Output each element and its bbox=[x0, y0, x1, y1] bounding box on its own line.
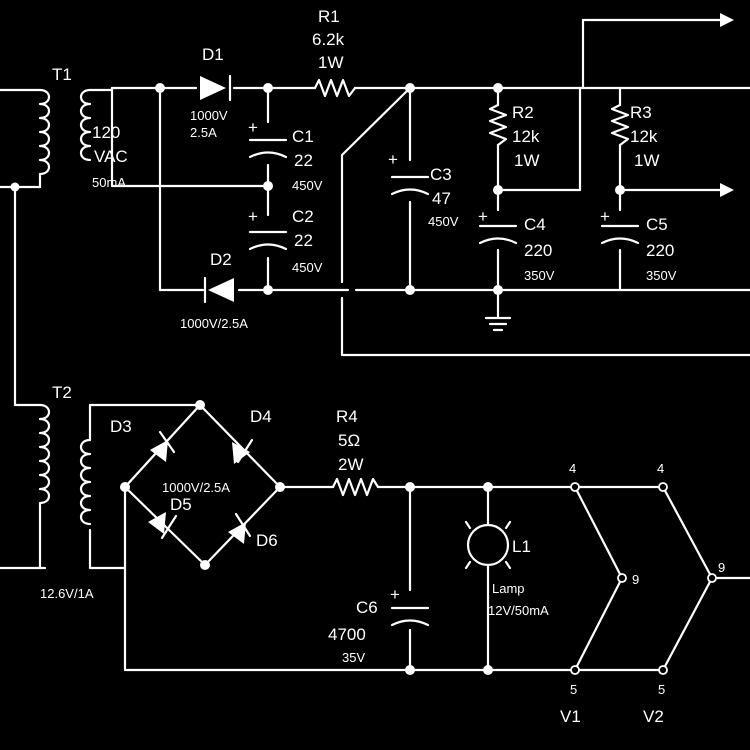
v2-pin-bot: 5 bbox=[658, 682, 665, 697]
c6-plus: + bbox=[390, 585, 400, 604]
transformer-t1: T1 120 VAC 50mA bbox=[38, 65, 128, 190]
d4-ref: D4 bbox=[250, 407, 272, 426]
c3-plus: + bbox=[388, 150, 398, 169]
r1-value: 6.2k bbox=[312, 30, 345, 49]
c1-value: 22 bbox=[294, 151, 313, 170]
c5-voltage: 350V bbox=[646, 268, 677, 283]
c2-voltage: 450V bbox=[292, 260, 323, 275]
r1-ref: R1 bbox=[318, 7, 340, 26]
transformer-t2: T2 12.6V/1A bbox=[38, 383, 94, 601]
v1-pin-bot: 5 bbox=[570, 682, 577, 697]
v2-ref: V2 bbox=[643, 707, 664, 726]
c2-value: 22 bbox=[294, 231, 313, 250]
c2-plus: + bbox=[248, 207, 258, 226]
t1-ref: T1 bbox=[52, 65, 72, 84]
d1-ref: D1 bbox=[202, 45, 224, 64]
v1-ref: V1 bbox=[560, 707, 581, 726]
junction-dots bbox=[10, 83, 625, 675]
c4-voltage: 350V bbox=[524, 268, 555, 283]
v1-pin-mid: 9 bbox=[632, 572, 639, 587]
resistor-r2: R2 12k 1W bbox=[488, 103, 540, 170]
capacitor-c3: + C3 47 450V bbox=[388, 150, 459, 229]
capacitor-c5: + C5 220 350V bbox=[600, 207, 677, 283]
tube-v1-heater: 4 9 5 V1 bbox=[560, 461, 639, 726]
v2-pin-mid: 9 bbox=[718, 560, 725, 575]
c4-ref: C4 bbox=[524, 215, 546, 234]
c3-ref: C3 bbox=[430, 165, 452, 184]
ground-symbol bbox=[484, 316, 512, 332]
r4-value: 5Ω bbox=[338, 431, 360, 450]
d1-voltage: 1000V bbox=[190, 108, 228, 123]
output-arrows bbox=[720, 13, 734, 197]
v2-pin-top: 4 bbox=[657, 461, 664, 476]
l1-ref: L1 bbox=[512, 537, 531, 556]
d3-ref: D3 bbox=[110, 417, 132, 436]
tube-v2-heater: 4 9 5 V2 bbox=[643, 461, 725, 726]
d2-rating: 1000V/2.5A bbox=[180, 316, 248, 331]
d6-ref: D6 bbox=[256, 531, 278, 550]
c4-plus: + bbox=[478, 207, 488, 226]
r3-power: 1W bbox=[634, 151, 660, 170]
l1-desc: Lamp bbox=[492, 581, 525, 596]
diode-d2: D2 1000V/2.5A bbox=[180, 250, 248, 331]
l1-rating: 12V/50mA bbox=[488, 603, 549, 618]
resistor-r1: R1 6.2k 1W bbox=[312, 7, 357, 98]
t1-secondary-current: 50mA bbox=[92, 175, 126, 190]
c6-voltage: 35V bbox=[342, 650, 365, 665]
c3-value: 47 bbox=[432, 189, 451, 208]
d2-ref: D2 bbox=[210, 250, 232, 269]
t1-primary-voltage: 120 bbox=[92, 123, 120, 142]
r4-ref: R4 bbox=[336, 407, 358, 426]
v1-pin-top: 4 bbox=[569, 461, 576, 476]
t1-primary-vac: VAC bbox=[94, 147, 128, 166]
resistor-r3: R3 12k 1W bbox=[610, 103, 660, 170]
resistor-r4: R4 5Ω 2W bbox=[331, 407, 380, 497]
c4-value: 220 bbox=[524, 241, 552, 260]
r2-value: 12k bbox=[512, 127, 540, 146]
bridge-rating: 1000V/2.5A bbox=[162, 480, 230, 495]
c3-voltage: 450V bbox=[428, 214, 459, 229]
r1-power: 1W bbox=[318, 53, 344, 72]
capacitor-c4: + C4 220 350V bbox=[478, 207, 555, 283]
t2-rating: 12.6V/1A bbox=[40, 586, 94, 601]
d5-ref: D5 bbox=[170, 495, 192, 514]
t2-ref: T2 bbox=[52, 383, 72, 402]
c5-value: 220 bbox=[646, 241, 674, 260]
c5-plus: + bbox=[600, 207, 610, 226]
diode-d4: D4 bbox=[232, 407, 272, 464]
c1-ref: C1 bbox=[292, 127, 314, 146]
c6-ref: C6 bbox=[356, 598, 378, 617]
capacitor-c6: + C6 4700 35V bbox=[328, 585, 430, 665]
diode-d6: D6 bbox=[228, 512, 278, 550]
diode-d3: D3 bbox=[110, 417, 176, 462]
c6-value: 4700 bbox=[328, 625, 366, 644]
r2-ref: R2 bbox=[512, 103, 534, 122]
lamp-l1: L1 Lamp 12V/50mA bbox=[464, 520, 549, 618]
r3-value: 12k bbox=[630, 127, 658, 146]
diode-d5: D5 bbox=[148, 495, 192, 540]
r4-power: 2W bbox=[338, 455, 364, 474]
r2-power: 1W bbox=[514, 151, 540, 170]
capacitor-c2: + C2 22 450V bbox=[248, 207, 323, 275]
bridge-rectifier: D3 D4 D5 D6 1000V/2.5A bbox=[110, 407, 278, 550]
r3-ref: R3 bbox=[630, 103, 652, 122]
d1-current: 2.5A bbox=[190, 125, 217, 140]
c5-ref: C5 bbox=[646, 215, 668, 234]
capacitor-c1: + C1 22 450V bbox=[248, 118, 323, 193]
wires bbox=[0, 18, 750, 672]
c1-plus: + bbox=[248, 118, 258, 137]
c1-voltage: 450V bbox=[292, 178, 323, 193]
c2-ref: C2 bbox=[292, 207, 314, 226]
diode-d1: D1 1000V 2.5A bbox=[190, 45, 232, 140]
